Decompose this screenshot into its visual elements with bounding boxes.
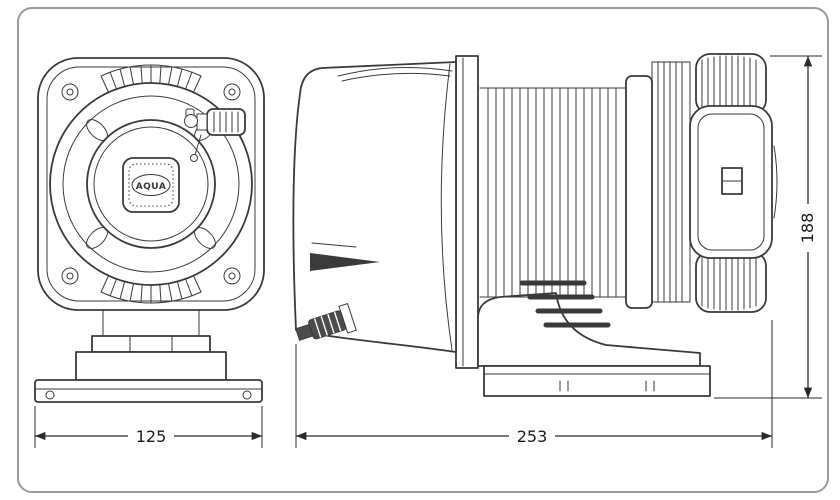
cable-gland [295, 302, 357, 341]
dimension-side-length: 253 [295, 320, 773, 448]
head-clamp-ribs [651, 61, 691, 303]
foot-vent-slots [519, 280, 611, 328]
housing-seam [440, 63, 453, 351]
control-housing [292, 61, 457, 353]
bottom-grip-ribs [100, 263, 202, 304]
top-grip-ribs [100, 64, 202, 105]
dial-grip-dimple [86, 227, 108, 249]
corner-screws [61, 83, 241, 285]
head-knob-top [695, 53, 767, 115]
vent-slot [310, 253, 380, 271]
height-label: 188 [798, 213, 817, 244]
front-width-label: 125 [136, 427, 167, 446]
dial-grip-dimple [86, 119, 108, 141]
front-view: AQUA [34, 57, 265, 403]
dimension-front-width: 125 [34, 406, 263, 448]
brand-logo-text: AQUA [136, 182, 167, 192]
motor-collar [625, 75, 653, 309]
side-view [292, 53, 778, 397]
head-knob-bottom [695, 251, 767, 313]
logo-plate: AQUA [122, 157, 180, 213]
cover-seam [337, 66, 453, 82]
bleed-valve [184, 108, 246, 162]
dial-grip-dimple [194, 227, 216, 249]
pump-head [689, 105, 778, 259]
side-length-label: 253 [517, 427, 548, 446]
dimension-height: 188 [714, 55, 822, 399]
front-base-plate [34, 379, 263, 403]
front-pedestal [75, 309, 227, 381]
side-base-plate [483, 365, 711, 397]
mounting-flange [455, 55, 479, 369]
